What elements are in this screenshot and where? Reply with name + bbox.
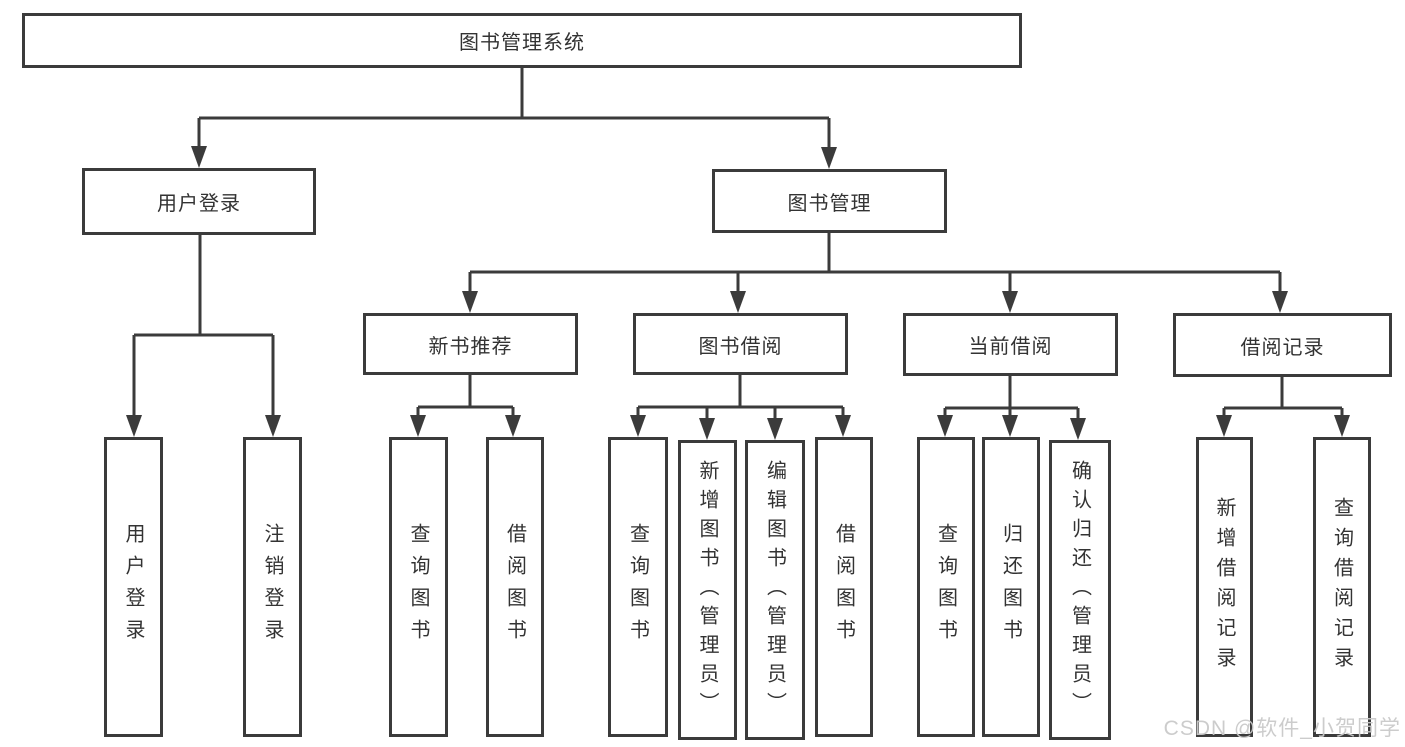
- connector-new-book: [418, 375, 513, 409]
- leaf-user-login-label: 用户登录: [122, 523, 144, 651]
- leaf-add-book-admin-label: 新增图书（管理员）: [696, 459, 718, 721]
- node-current-borrow-label: 当前借阅: [968, 336, 1053, 358]
- node-new-book-recommend-label: 新书推荐: [428, 335, 513, 358]
- leaf-add-book-admin: 新增图书（管理员）: [678, 440, 737, 740]
- leaf-query-borrow-record-label: 查询借阅记录: [1330, 497, 1353, 677]
- leaf-add-borrow-record-label: 新增借阅记录: [1213, 497, 1235, 677]
- node-user-login-label: 用户登录: [157, 193, 241, 215]
- leaf-confirm-return-admin-label: 确认归还（管理员）: [1068, 459, 1091, 721]
- node-root-label: 图书管理系统: [459, 32, 585, 54]
- leaf-add-borrow-record: 新增借阅记录: [1196, 437, 1253, 737]
- leaf-query-book-3-label: 查询图书: [934, 523, 957, 651]
- node-borrow-record-label: 借阅记录: [1240, 336, 1325, 359]
- node-book-management: 图书管理: [712, 169, 947, 233]
- leaf-user-login: 用户登录: [104, 437, 163, 737]
- connector-user-login: [134, 235, 273, 337]
- leaf-borrow-book-1-label: 借阅图书: [503, 523, 526, 651]
- leaf-borrow-book-2-label: 借阅图书: [832, 523, 855, 651]
- leaf-return-book: 归还图书: [982, 437, 1040, 737]
- arrowheads: [126, 146, 1350, 440]
- leaf-confirm-return-admin: 确认归还（管理员）: [1049, 440, 1111, 740]
- connector-root: [199, 68, 829, 120]
- node-book-management-label: 图书管理: [787, 192, 872, 215]
- leaf-query-book-3: 查询图书: [917, 437, 975, 737]
- leaf-query-book-1-label: 查询图书: [407, 523, 429, 651]
- leaf-query-borrow-record: 查询借阅记录: [1313, 437, 1371, 737]
- leaf-logout-label: 注销登录: [261, 523, 283, 651]
- connector-book-borrow: [638, 375, 843, 409]
- node-book-borrow: 图书借阅: [633, 313, 848, 375]
- connector-borrow-record: [1224, 377, 1342, 410]
- watermark-text: CSDN @软件_小贺同学: [1163, 717, 1401, 740]
- node-book-borrow-label: 图书借阅: [698, 335, 783, 358]
- node-current-borrow: 当前借阅: [903, 313, 1118, 376]
- node-root-system: 图书管理系统: [22, 13, 1022, 68]
- leaf-borrow-book-2: 借阅图书: [815, 437, 873, 737]
- node-new-book-recommend: 新书推荐: [363, 313, 578, 375]
- node-user-login: 用户登录: [82, 168, 316, 235]
- leaf-query-book-2-label: 查询图书: [626, 523, 649, 651]
- leaf-query-book-2: 查询图书: [608, 437, 668, 737]
- leaf-edit-book-admin-label: 编辑图书（管理员）: [763, 459, 786, 721]
- node-borrow-record: 借阅记录: [1173, 313, 1392, 377]
- connector-book-mgmt: [470, 233, 1280, 274]
- leaf-query-book-1: 查询图书: [389, 437, 448, 737]
- leaf-edit-book-admin: 编辑图书（管理员）: [745, 440, 805, 740]
- leaf-logout: 注销登录: [243, 437, 302, 737]
- leaf-return-book-label: 归还图书: [999, 523, 1022, 651]
- leaf-borrow-book-1: 借阅图书: [486, 437, 544, 737]
- connector-current-borrow: [945, 376, 1078, 410]
